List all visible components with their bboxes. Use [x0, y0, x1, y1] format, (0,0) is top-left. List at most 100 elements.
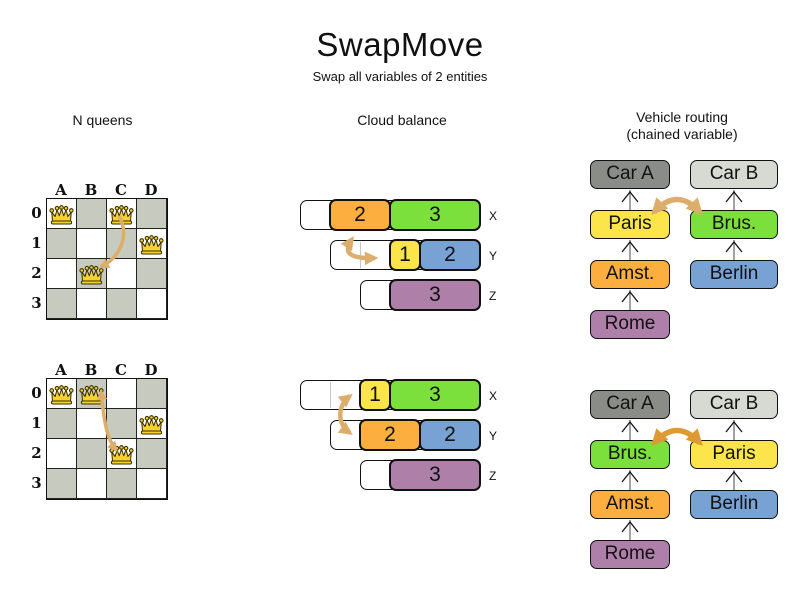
board-cell	[47, 469, 77, 499]
row-label: 3	[31, 294, 42, 312]
vehicle-chain-box: Rome	[590, 310, 670, 339]
board-cell	[77, 469, 107, 499]
queen-crown-icon	[48, 383, 75, 407]
chain-arrow-icon	[721, 189, 747, 215]
cloud-process-block: 2	[329, 199, 391, 231]
chain-arrow-icon	[725, 470, 743, 490]
row-label: 2	[31, 264, 42, 282]
cloud-row-label: Z	[489, 289, 497, 303]
chain-arrow-icon	[617, 239, 643, 265]
cloud-process-block: 3	[389, 379, 481, 411]
chain-arrow-icon	[725, 190, 743, 210]
chain-arrow-icon	[725, 240, 743, 260]
chain-arrow-icon	[617, 289, 643, 315]
cloud-process-block: 1	[359, 379, 391, 411]
column-label: C	[115, 361, 127, 379]
queen-crown-icon	[138, 233, 165, 257]
queen-crown-icon	[138, 413, 165, 437]
cloud-process-block: 3	[389, 199, 481, 231]
cloud-computer-row: 3	[360, 459, 481, 491]
vehicle-chain-box: Car B	[690, 160, 778, 189]
cloud-row-label: X	[489, 209, 498, 223]
queen-crown-icon	[78, 383, 105, 407]
vehicle-chain-box: Amst.	[590, 490, 670, 519]
chain-arrow-icon	[721, 239, 747, 265]
row-label: 3	[31, 474, 42, 492]
chain-arrow-icon	[617, 469, 643, 495]
chain-arrow-icon	[617, 189, 643, 215]
chain-arrow-icon	[617, 419, 643, 445]
board-cell	[107, 469, 137, 499]
vehicle-chain-box: Rome	[590, 540, 670, 569]
queen-crown-icon	[78, 263, 105, 287]
board-cell	[137, 199, 167, 229]
queen-crown-icon	[138, 233, 165, 257]
chain-arrow-icon	[621, 420, 639, 440]
queen-crown-icon	[48, 383, 75, 407]
column-label: B	[84, 361, 98, 379]
chain-arrow-icon	[721, 419, 747, 445]
column-label: D	[144, 361, 158, 379]
column-label: A	[55, 181, 67, 199]
board-cell	[137, 379, 167, 409]
board-cell	[137, 469, 167, 499]
chain-arrow-icon	[617, 519, 643, 545]
cloud-computer-row: 3	[360, 279, 481, 311]
queen-crown-icon	[78, 263, 105, 287]
empty-slot-divider	[330, 382, 331, 408]
board-cell	[47, 229, 77, 259]
vehicle-chain-box: Brus.	[690, 210, 778, 239]
row-label: 1	[31, 414, 42, 432]
column-label: A	[55, 361, 67, 379]
chain-arrow-icon	[725, 420, 743, 440]
cloud-process-block: 3	[389, 459, 481, 491]
queen-crown-icon	[138, 413, 165, 437]
queen-crown-icon	[108, 443, 135, 467]
board-cell	[137, 259, 167, 289]
board-cell	[77, 229, 107, 259]
chain-arrow-icon	[621, 190, 639, 210]
page-subtitle: Swap all variables of 2 entities	[312, 69, 488, 84]
cloud-row-label: X	[489, 389, 498, 403]
row-label: 1	[31, 234, 42, 252]
board-cell	[107, 259, 137, 289]
board-cell	[77, 409, 107, 439]
vehicle-routing-heading: Vehicle routing (chained variable)	[592, 109, 772, 143]
cloud-process-block: 2	[359, 419, 421, 451]
chain-arrow-icon	[721, 469, 747, 495]
empty-slot-divider	[360, 242, 361, 268]
queen-crown-icon	[108, 443, 135, 467]
queen-crown-icon	[108, 203, 135, 227]
row-label: 2	[31, 444, 42, 462]
cloud-process-block: 2	[419, 419, 481, 451]
cloud-process-block: 2	[419, 239, 481, 271]
vehicle-routing-heading-line1: Vehicle routing	[636, 109, 728, 125]
board-cell	[137, 439, 167, 469]
board-cell	[47, 289, 77, 319]
board-cell	[47, 409, 77, 439]
chain-arrow-icon	[621, 240, 639, 260]
board-cell	[77, 289, 107, 319]
board-cell	[107, 229, 137, 259]
vehicle-chain-box: Berlin	[690, 260, 778, 289]
vehicle-chain-box: Car A	[590, 390, 670, 419]
chain-arrow-icon	[621, 290, 639, 310]
queen-crown-icon	[78, 383, 105, 407]
column-label: C	[115, 181, 127, 199]
board-cell	[77, 439, 107, 469]
vehicle-chain-box: Paris	[690, 440, 778, 469]
page-title: SwapMove	[316, 26, 484, 63]
vehicle-chain-box: Car A	[590, 160, 670, 189]
chessboard-grid	[46, 198, 168, 320]
nqueens-heading: N queens	[72, 112, 133, 128]
